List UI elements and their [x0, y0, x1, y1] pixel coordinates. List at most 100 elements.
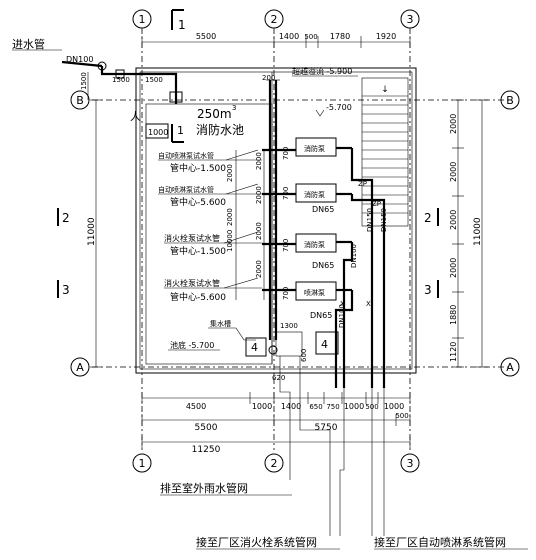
axis-bubble-A-right: A — [500, 357, 520, 377]
svg-text:500: 500 — [365, 403, 378, 411]
axis-bubble-B-left: B — [70, 90, 90, 110]
discharge-pipes: ZP ZP — [334, 148, 386, 388]
svg-text:200: 200 — [262, 74, 275, 82]
axis-bubble-A-left: A — [70, 357, 90, 377]
risers — [266, 79, 280, 355]
top-dimensions: 5500 1400 500 1780 1920 — [141, 32, 411, 48]
svg-text:A: A — [76, 361, 84, 374]
svg-text:管中心-5.600: 管中心-5.600 — [170, 291, 226, 303]
svg-text:1920: 1920 — [376, 32, 396, 41]
svg-text:600: 600 — [300, 349, 308, 362]
svg-text:管中心-1.500: 管中心-1.500 — [170, 162, 226, 174]
svg-text:1: 1 — [139, 457, 146, 470]
suction-pipes — [262, 146, 352, 292]
svg-text:2000: 2000 — [449, 162, 458, 182]
svg-text:喷淋泵: 喷淋泵 — [304, 288, 325, 297]
svg-text:2: 2 — [271, 13, 278, 26]
building-walls — [135, 67, 417, 374]
svg-text:4: 4 — [321, 338, 328, 351]
svg-text:4500: 4500 — [186, 402, 206, 411]
svg-text:集水槽: 集水槽 — [210, 319, 231, 328]
svg-text:超越溢流 -5.900: 超越溢流 -5.900 — [292, 66, 352, 76]
svg-text:消防水池: 消防水池 — [196, 122, 244, 137]
svg-text:2: 2 — [271, 457, 278, 470]
svg-text:排至室外雨水管网: 排至室外雨水管网 — [160, 481, 248, 495]
svg-text:2000: 2000 — [226, 164, 234, 182]
svg-text:2000: 2000 — [449, 258, 458, 278]
svg-text:↓: ↓ — [381, 85, 389, 95]
bottom-dimensions-row1: 4500 1000 1400 650 750 1000 500 1000 — [141, 392, 411, 411]
svg-text:650: 650 — [309, 403, 322, 411]
svg-text:1120: 1120 — [449, 342, 458, 362]
svg-text:3: 3 — [232, 104, 236, 112]
svg-text:11250: 11250 — [192, 445, 221, 455]
svg-text:接至厂区消火栓系统管网: 接至厂区消火栓系统管网 — [196, 535, 317, 549]
svg-text:DN65: DN65 — [312, 205, 334, 214]
inner-dimensions: 2000 2000 10000 2000 2000 2000 2000 — [226, 150, 265, 300]
inlet-pipe: 进水管 DN100 1500 1500 1500 — [12, 37, 183, 104]
svg-text:1780: 1780 — [330, 32, 350, 41]
svg-text:DN100: DN100 — [338, 304, 346, 328]
svg-text:消火栓泵试水管: 消火栓泵试水管 — [164, 233, 220, 243]
axis-bubble-2-top: 2 — [264, 9, 284, 29]
svg-text:3: 3 — [62, 283, 70, 297]
svg-text:接至厂区自动喷淋系统管网: 接至厂区自动喷淋系统管网 — [374, 535, 506, 549]
axis-lines — [92, 28, 510, 450]
svg-text:1880: 1880 — [449, 305, 458, 325]
svg-text:进水管: 进水管 — [12, 37, 45, 51]
svg-text:500: 500 — [395, 412, 408, 420]
svg-text:X: X — [366, 300, 371, 308]
svg-text:自动喷淋泵试水管: 自动喷淋泵试水管 — [158, 185, 214, 194]
svg-text:2000: 2000 — [449, 210, 458, 230]
svg-text:1000: 1000 — [252, 402, 272, 411]
svg-text:2000: 2000 — [255, 222, 263, 240]
svg-text:1000: 1000 — [384, 402, 404, 411]
axis-bubble-2-bottom: 2 — [264, 453, 284, 473]
svg-text:500: 500 — [304, 33, 317, 41]
section-mark-left-3: 3 — [57, 280, 70, 298]
svg-text:自动喷淋泵试水管: 自动喷淋泵试水管 — [158, 151, 214, 160]
svg-text:4: 4 — [251, 341, 258, 354]
svg-text:消火栓泵试水管: 消火栓泵试水管 — [164, 278, 220, 288]
svg-text:1500: 1500 — [145, 76, 163, 84]
svg-text:5750: 5750 — [315, 423, 338, 433]
svg-text:3: 3 — [407, 13, 414, 26]
section-mark-1-top: 1 — [171, 9, 186, 32]
svg-text:1000: 1000 — [344, 402, 364, 411]
svg-text:DN65: DN65 — [310, 311, 332, 320]
note-spray-network: 接至厂区自动喷淋系统管网 — [374, 535, 528, 550]
svg-text:DN100: DN100 — [350, 244, 358, 268]
svg-text:750: 750 — [326, 403, 339, 411]
note-hydrant-network: 接至厂区消火栓系统管网 — [196, 535, 340, 550]
svg-text:DN100: DN100 — [66, 55, 93, 64]
svg-text:2000: 2000 — [255, 260, 263, 278]
svg-text:1500: 1500 — [80, 72, 88, 90]
section-mark-right-3: 3 — [424, 280, 439, 298]
svg-text:消防泵: 消防泵 — [304, 190, 325, 199]
svg-text:ZP: ZP — [358, 180, 367, 188]
svg-text:-5.700: -5.700 — [326, 103, 352, 112]
svg-text:DN150: DN150 — [366, 208, 374, 232]
section-mark-left-2: 2 — [57, 208, 70, 226]
right-dimensions: 2000 2000 2000 2000 1880 1120 11000 — [449, 99, 488, 368]
section-mark-right-2: 2 — [424, 208, 439, 226]
svg-text:B: B — [76, 94, 84, 107]
svg-text:DN150: DN150 — [380, 208, 388, 232]
svg-text:B: B — [506, 94, 514, 107]
svg-text:人: 人 — [130, 110, 141, 123]
note-drain-outdoor: 排至室外雨水管网 — [160, 481, 292, 496]
svg-text:11000: 11000 — [87, 217, 97, 246]
svg-text:11000: 11000 — [473, 217, 483, 246]
svg-text:X: X — [340, 300, 345, 308]
svg-text:1500: 1500 — [112, 76, 130, 84]
pipe-annotations: 自动喷淋泵试水管 管中心-1.500 自动喷淋泵试水管 管中心-5.600 消火… — [158, 149, 262, 351]
bottom-dimensions-row2: 5500 5750 500 — [141, 412, 411, 433]
svg-text:2000: 2000 — [255, 186, 263, 204]
overflow-label: 200 超越溢流 -5.900 -5.700 — [262, 66, 358, 117]
axis-bubble-B-right: B — [500, 90, 520, 110]
sump-boxes: 4 4 1300 600 620 — [245, 322, 339, 382]
svg-text:1000: 1000 — [148, 128, 168, 137]
svg-text:2: 2 — [424, 211, 432, 225]
svg-text:ZP: ZP — [372, 200, 381, 208]
svg-text:消防泵: 消防泵 — [304, 240, 325, 249]
